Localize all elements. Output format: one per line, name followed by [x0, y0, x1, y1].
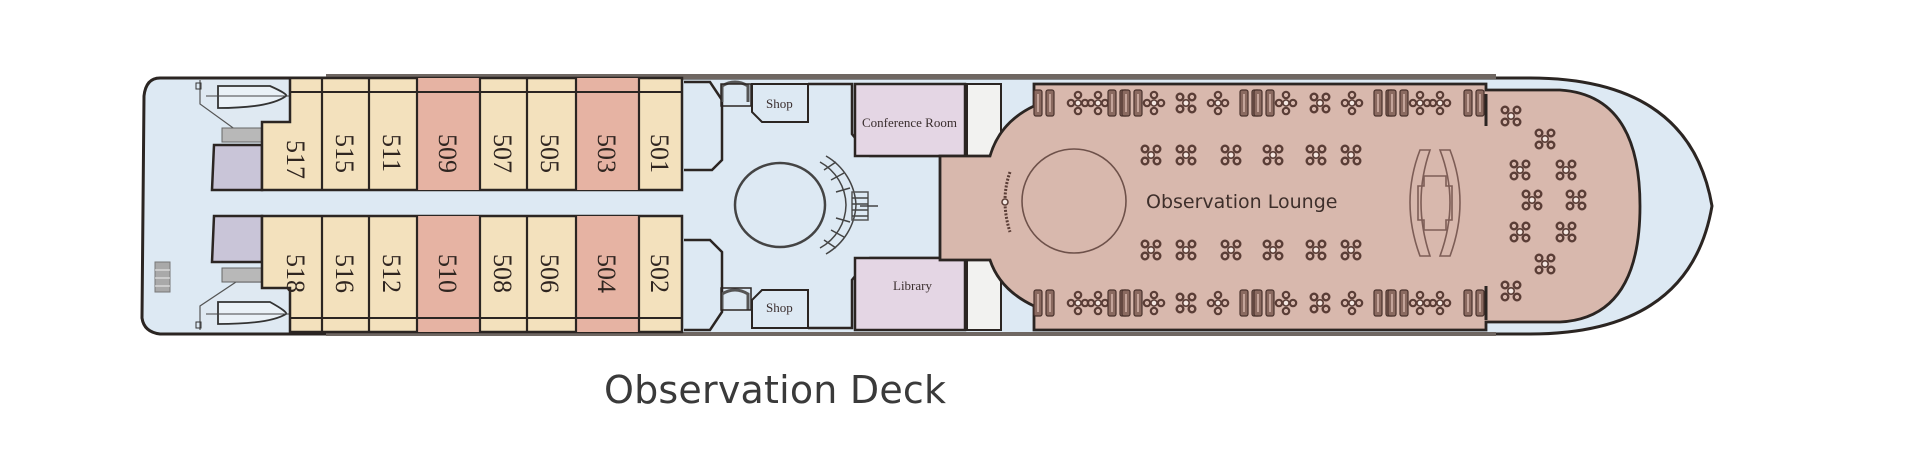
cabin-509[interactable]: 509 [433, 134, 462, 173]
cabin-508[interactable]: 508 [488, 254, 517, 293]
cabin-515[interactable]: 515 [330, 134, 359, 173]
cabin-504[interactable]: 504 [592, 254, 621, 293]
staircase-icon [819, 155, 878, 255]
observation-lounge[interactable] [938, 82, 1642, 332]
cabin-507[interactable]: 507 [488, 134, 517, 173]
service-room-port [210, 214, 264, 264]
cabin-511[interactable]: 511 [377, 134, 406, 172]
staircase-icon [221, 267, 263, 283]
cabin-516[interactable]: 516 [330, 254, 359, 293]
shop-bottom-label: Shop [766, 300, 793, 315]
cabin-501[interactable]: 501 [645, 134, 674, 173]
cabin-512[interactable]: 512 [377, 254, 406, 293]
window-seating-bottom [1033, 289, 1485, 317]
lower-rail [326, 332, 1496, 336]
cabin-510[interactable]: 510 [433, 254, 462, 293]
cabin-505[interactable]: 505 [535, 134, 564, 173]
lounge-label: Observation Lounge [1146, 191, 1337, 213]
cabin-506[interactable]: 506 [535, 254, 564, 293]
shop-bottom-room[interactable] [751, 289, 809, 329]
cabin-502[interactable]: 502 [645, 254, 674, 293]
cabin-block-starboard [260, 76, 684, 192]
conference-room-label: Conference Room [862, 115, 957, 130]
cabin-block-port [260, 214, 684, 334]
bar-counter-icon [1409, 149, 1461, 257]
service-room-starboard [210, 143, 264, 192]
library-room[interactable] [853, 256, 967, 332]
conference-room[interactable] [853, 82, 967, 158]
cabin-503[interactable]: 503 [592, 134, 621, 173]
deck-title: Observation Deck [604, 368, 947, 412]
shop-top-room[interactable] [751, 83, 809, 123]
atrium-walls [684, 80, 724, 172]
dance-floor-icon [1021, 148, 1127, 254]
window-seating-top [1033, 89, 1485, 117]
staircase-icon [720, 287, 752, 311]
cabin-518[interactable]: 518 [281, 254, 310, 293]
staircase-icon [221, 127, 263, 143]
ladder-icon [154, 261, 171, 293]
cabin-517[interactable]: 517 [281, 140, 310, 179]
upper-rail [326, 74, 1496, 79]
atrium-icon [733, 161, 827, 249]
library-room-label: Library [893, 278, 932, 293]
shop-top-label: Shop [766, 96, 793, 111]
